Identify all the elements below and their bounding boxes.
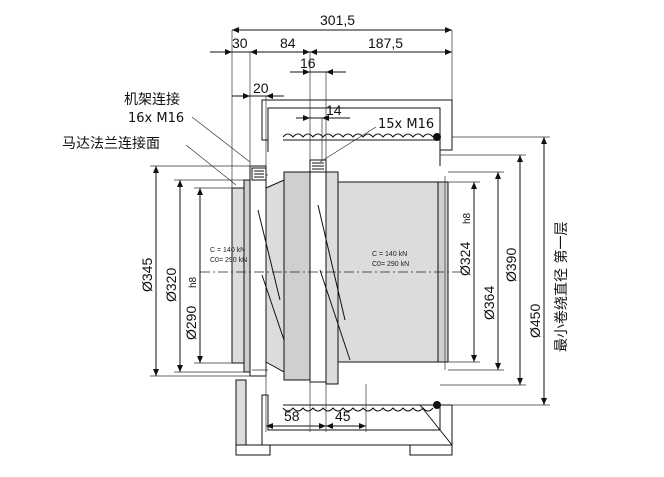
dim-d345: Ø345: [139, 258, 155, 292]
frame-bolt-symbol: [251, 167, 267, 181]
label-min-winding-diameter: 最小卷绕直径 第一层: [553, 222, 570, 352]
dim-187-5: 187,5: [368, 35, 403, 51]
dim-14: 14: [326, 102, 342, 118]
drum-upper-flange: [261, 99, 453, 166]
dim-d324: Ø324: [457, 242, 473, 276]
motor-flange: [231, 165, 268, 377]
label-frame-connection: 机架连接: [124, 91, 180, 108]
dim-84: 84: [280, 35, 296, 51]
dim-58: 58: [284, 408, 300, 424]
left-diameter-dimensions: [150, 165, 250, 377]
dim-overall-length: 301,5: [320, 12, 355, 28]
bearing-right-c: C = 140 kN: [372, 251, 407, 258]
dim-d290: Ø290: [183, 306, 199, 340]
drum-lower-flange: [261, 394, 453, 446]
dim-d320: Ø320: [163, 268, 179, 302]
bearing-left-c: C = 140 kN: [210, 247, 245, 254]
bottom-dimensions: [265, 372, 367, 432]
bearing-lines: [257, 204, 351, 361]
dim-d290-fit: h8: [188, 276, 199, 288]
right-diameter-dimensions: [440, 136, 550, 406]
dim-45: 45: [335, 408, 351, 424]
frame-bracket: [235, 379, 453, 456]
dim-d324-fit: h8: [462, 212, 473, 224]
dim-30: 30: [232, 35, 248, 51]
top-dimensions: [210, 27, 453, 188]
drum-bolt-symbol: [309, 159, 327, 173]
gear-housing: [265, 159, 339, 385]
label-frame-bolts: 16x M16: [128, 111, 184, 126]
dim-20: 20: [253, 80, 269, 96]
label-drum-bolts: 15x M16: [378, 117, 434, 132]
drum-body: [337, 176, 449, 370]
dim-d364: Ø364: [481, 286, 497, 320]
label-motor-flange: 马达法兰连接面: [62, 135, 160, 152]
bearing-right-c0: C0= 290 kN: [372, 261, 409, 268]
bearing-left-c0: C0= 290 kN: [210, 257, 247, 264]
dim-16: 16: [300, 55, 316, 71]
dim-d450: Ø450: [527, 304, 543, 338]
label-leaders: [185, 116, 377, 186]
dim-d390: Ø390: [503, 248, 519, 282]
